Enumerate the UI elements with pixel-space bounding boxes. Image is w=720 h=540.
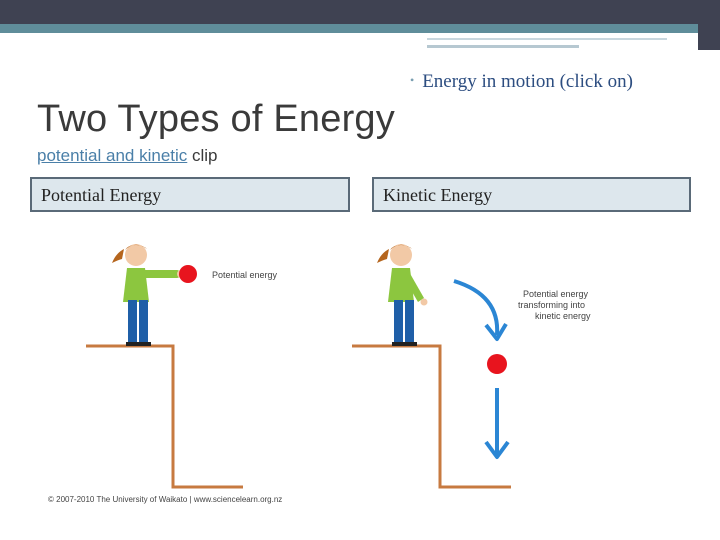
energy-illustration: Potential energy Potential energy transf… bbox=[86, 244, 591, 489]
left-ledge bbox=[86, 344, 243, 489]
transform-label-line3: kinetic energy bbox=[535, 311, 591, 321]
bullet-text: Energy in motion (click on) bbox=[422, 71, 633, 92]
top-right-block bbox=[698, 0, 720, 50]
potential-energy-label: Potential energy bbox=[212, 270, 278, 280]
decor-line bbox=[427, 38, 667, 40]
top-accent-band bbox=[0, 24, 720, 33]
bullet-marker: • bbox=[410, 73, 415, 87]
ball-icon bbox=[179, 265, 197, 283]
potential-kinetic-link[interactable]: potential and kinetic bbox=[37, 146, 188, 165]
bullet-energy-in-motion[interactable]: • Energy in motion (click on) bbox=[410, 71, 633, 93]
subtitle-line: potential and kinetic clip bbox=[37, 146, 218, 166]
girl-dropped-ball-figure bbox=[377, 244, 428, 346]
transform-label-line2: transforming into bbox=[518, 300, 585, 310]
girl-holding-ball-figure bbox=[112, 244, 185, 346]
slide-title: Two Types of Energy bbox=[37, 98, 395, 140]
copyright-text: © 2007-2010 The University of Waikato | … bbox=[48, 495, 283, 504]
subtitle-rest: clip bbox=[187, 146, 218, 165]
top-bar bbox=[0, 0, 720, 24]
kinetic-energy-box: Kinetic Energy bbox=[372, 177, 691, 212]
potential-energy-box: Potential Energy bbox=[30, 177, 350, 212]
curved-arrow-icon bbox=[453, 279, 500, 336]
right-ledge bbox=[352, 344, 511, 489]
falling-ball-icon bbox=[487, 354, 507, 374]
decor-line bbox=[427, 45, 579, 48]
transform-label-line1: Potential energy bbox=[523, 289, 589, 299]
